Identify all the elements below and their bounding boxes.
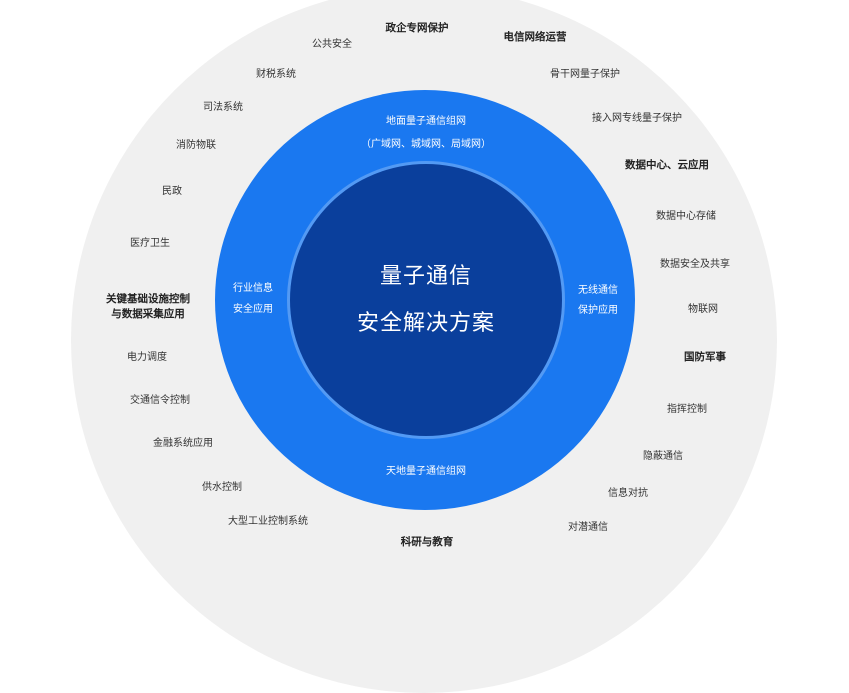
ring-top-line1: 地面量子通信组网: [386, 116, 466, 127]
category-datacenter: 数据中心、云应用: [625, 159, 709, 171]
item-command: 指挥控制: [667, 404, 707, 415]
item-civil: 民政: [162, 186, 182, 197]
core-title-line2: 安全解决方案: [356, 311, 495, 336]
category-infra-line1: 关键基础设施控制: [106, 293, 190, 305]
item-public-security: 公共安全: [312, 39, 352, 50]
ring-left-line1: 行业信息: [233, 283, 273, 294]
item-water: 供水控制: [202, 482, 242, 493]
item-judicial: 司法系统: [203, 102, 243, 113]
ring-left-line2: 安全应用: [233, 304, 273, 315]
item-covert: 隐蔽通信: [643, 451, 683, 462]
item-power: 电力调度: [127, 352, 167, 363]
category-research: 科研与教育: [400, 536, 454, 548]
ring-bottom: 天地量子通信组网: [386, 466, 466, 477]
item-iot: 物联网: [688, 304, 718, 315]
item-finance-app: 金融系统应用: [153, 438, 213, 449]
item-backbone: 骨干网量子保护: [550, 69, 620, 80]
item-medical: 医疗卫生: [130, 238, 170, 249]
category-infra-line2: 与数据采集应用: [111, 308, 185, 320]
item-industrial: 大型工业控制系统: [228, 516, 308, 527]
item-fire-iot: 消防物联: [176, 140, 216, 151]
item-info-warfare: 信息对抗: [608, 488, 648, 499]
category-defense: 国防军事: [684, 351, 726, 363]
category-telecom: 电信网络运营: [503, 31, 567, 43]
ring-right-line2: 保护应用: [578, 305, 618, 316]
ring-top-line2: （广域网、城域网、局域网）: [361, 139, 491, 150]
ring-right-line1: 无线通信: [578, 285, 618, 296]
core-title-line1: 量子通信: [379, 264, 472, 289]
item-dc-storage: 数据中心存储: [656, 211, 716, 222]
category-gov: 政企专网保护: [385, 22, 449, 34]
inner-core: [290, 164, 562, 436]
item-access: 接入网专线量子保护: [592, 113, 682, 124]
item-data-share: 数据安全及共享: [660, 259, 730, 270]
item-finance-tax: 财税系统: [256, 69, 296, 80]
item-traffic: 交通信令控制: [130, 395, 190, 406]
item-submarine: 对潜通信: [568, 522, 608, 533]
